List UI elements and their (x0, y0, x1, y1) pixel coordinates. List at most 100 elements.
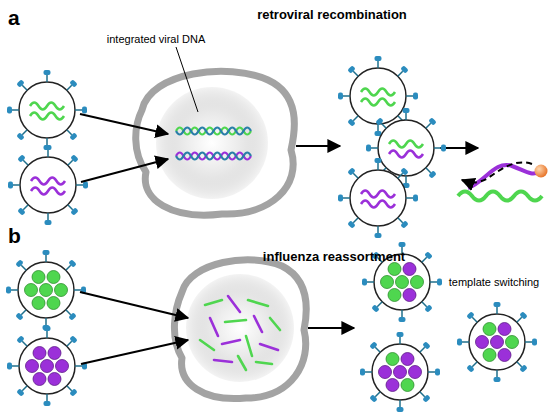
retrovirus-output (338, 56, 446, 238)
genome-segments (200, 296, 280, 370)
host-cell (174, 260, 306, 399)
influenza-output (409, 366, 422, 379)
influenza-output (476, 336, 489, 349)
influenza-output (394, 366, 407, 379)
influenza-output (403, 263, 416, 276)
influenza-input (33, 373, 46, 386)
retrovirus-output (361, 201, 395, 208)
process-arrow (81, 159, 168, 182)
genome-segments (200, 340, 214, 350)
retrovirus-input (30, 103, 64, 110)
host-cell (156, 87, 268, 199)
genome-segments (205, 300, 222, 305)
influenza-input (6, 250, 86, 330)
influenza-input (25, 271, 68, 310)
retrovirus-input (7, 70, 88, 225)
host-cell (136, 71, 295, 215)
influenza-input (41, 360, 54, 373)
genome-segments (210, 318, 218, 336)
influenza-output (403, 289, 416, 302)
retrovirus-input (30, 113, 64, 120)
genome-segments (260, 344, 278, 350)
genome-segments (246, 336, 252, 356)
retrovirus-output (389, 151, 423, 158)
process-arrow (80, 114, 168, 134)
retrovirus-input (8, 145, 88, 225)
genome-segments (225, 320, 246, 322)
influenza-input (33, 347, 46, 360)
genome-segments (256, 362, 272, 364)
influenza-input (26, 347, 69, 386)
influenza-output (401, 353, 414, 366)
influenza-input (48, 347, 61, 360)
influenza-output (483, 323, 496, 336)
template-switching-sketch (462, 162, 532, 182)
retrovirus-output (389, 141, 423, 148)
influenza-input (48, 373, 61, 386)
panel-letter: a (8, 6, 20, 29)
influenza-input (32, 271, 45, 284)
influenza-output (381, 263, 424, 302)
genome-segments (248, 300, 268, 306)
influenza-output (498, 323, 511, 336)
influenza-output (491, 336, 504, 349)
template-switching-sketch (458, 192, 542, 201)
genome-segments (270, 318, 280, 330)
process-arrow (296, 145, 340, 147)
retrovirus-output (338, 158, 418, 238)
influenza-output (360, 332, 440, 412)
host-cell (186, 274, 294, 382)
dna-helix (176, 128, 251, 135)
influenza-input (26, 360, 39, 373)
influenza-output (401, 379, 414, 392)
leader-line (176, 47, 198, 112)
panel-title: retroviral recombination (257, 8, 407, 22)
genome-segments (214, 360, 232, 362)
dna-helix (176, 128, 251, 135)
dna-helix (176, 153, 251, 160)
genome-segments (238, 356, 246, 370)
retrovirus-input (31, 188, 65, 195)
dna-helix (176, 128, 251, 160)
influenza-output (457, 302, 537, 382)
dna-helix (176, 153, 251, 160)
influenza-output (476, 323, 519, 362)
process-arrow (81, 340, 188, 364)
genome-segments (228, 296, 240, 312)
panel-letter: b (8, 224, 21, 247)
genome-segments (222, 340, 240, 344)
host-cell (174, 260, 306, 399)
influenza-input (55, 284, 68, 297)
leader-line (176, 47, 198, 112)
influenza-input (7, 326, 87, 406)
influenza-output (483, 349, 496, 362)
influenza-output (381, 276, 394, 289)
influenza-input (47, 297, 60, 310)
genome-segments (254, 316, 262, 332)
retrovirus-input (31, 178, 65, 185)
template-switching-sketch (458, 162, 548, 200)
influenza-output (396, 276, 409, 289)
influenza-output (388, 289, 401, 302)
retrovirus-input (7, 70, 87, 150)
template-switching-sketch (535, 165, 548, 178)
influenza-input (40, 284, 53, 297)
influenza-input (32, 297, 45, 310)
influenza-output (386, 353, 399, 366)
callout-label: integrated viral DNA (107, 33, 205, 45)
influenza-output (379, 366, 392, 379)
template-switching-sketch (468, 165, 540, 188)
process-arrow (80, 292, 354, 364)
influenza-input (25, 284, 38, 297)
influenza-output (506, 336, 519, 349)
influenza-input (6, 250, 87, 406)
influenza-input (56, 360, 69, 373)
annotation: template switching (449, 276, 540, 288)
retrovirus-output (361, 89, 395, 96)
influenza-output (411, 276, 424, 289)
influenza-output (360, 242, 537, 412)
influenza-output (386, 379, 399, 392)
